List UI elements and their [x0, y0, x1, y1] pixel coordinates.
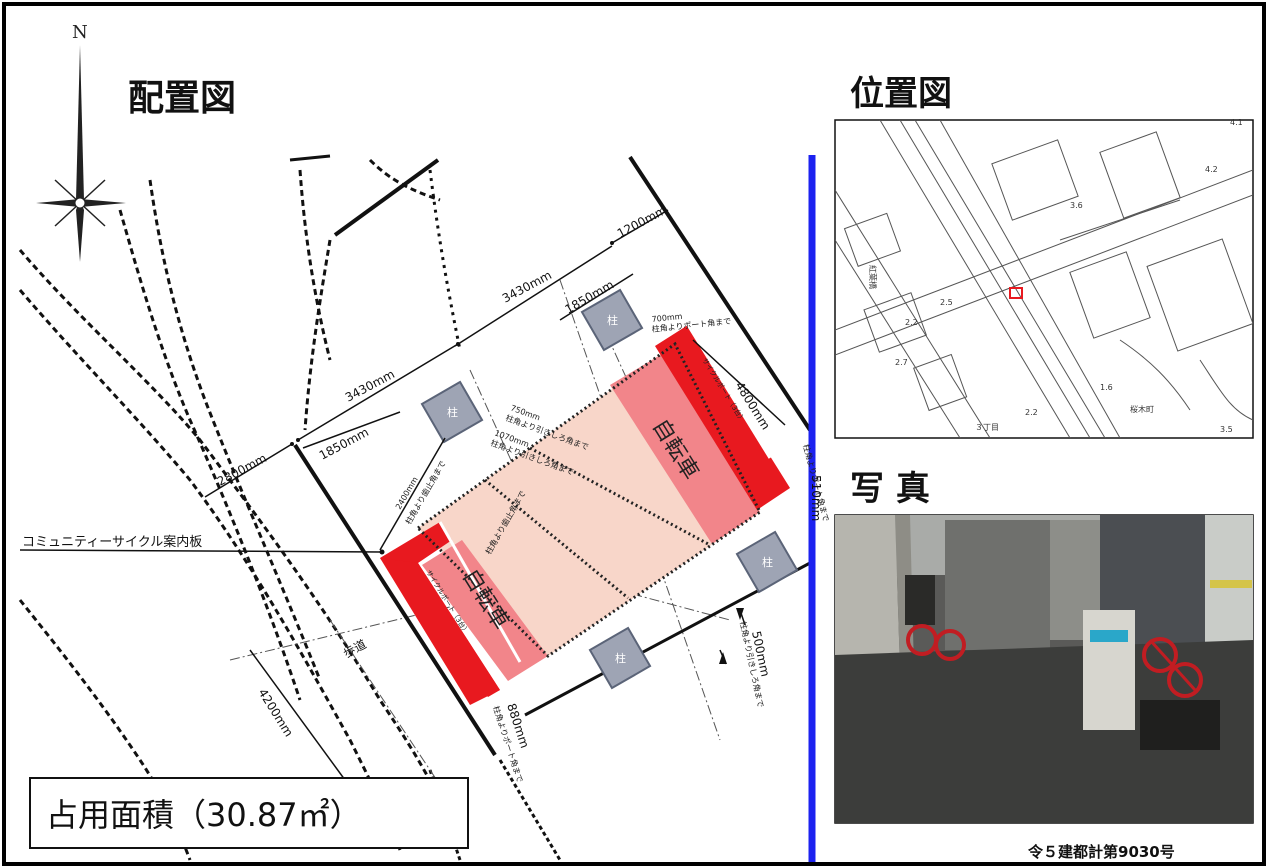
map-number: 3.6 — [1070, 201, 1083, 210]
svg-text:柱: 柱 — [762, 555, 773, 569]
map-number: 3.5 — [1220, 425, 1233, 434]
dim-700: 700mm — [651, 312, 683, 324]
svg-text:柱: 柱 — [615, 651, 626, 665]
pillar-2: 柱 — [420, 380, 484, 444]
site-photo — [834, 514, 1254, 824]
map-district-label: ３丁目 — [975, 423, 999, 432]
area-label: 占用面積（30.87㎡） — [46, 796, 362, 834]
map-number: 4.2 — [1205, 165, 1218, 174]
dimension-ticks — [290, 241, 614, 555]
svg-text:柱: 柱 — [447, 405, 458, 419]
map-number: 4.1 — [1230, 118, 1243, 127]
location-map: 桜木町 ３丁目 3.6 4.2 2.5 2.2 2.7 1.6 2.2 3.5 … — [834, 118, 1254, 439]
map-vertical-label: 紅葉橋 — [868, 265, 878, 289]
north-arrow-icon: N — [36, 22, 126, 262]
map-number: 2.7 — [895, 358, 908, 367]
board-label: コミュニティーサイクル案内板 — [22, 534, 202, 550]
map-number: 2.2 — [905, 318, 918, 327]
site-marker — [1009, 287, 1023, 299]
pillar-1: 柱 — [580, 288, 644, 352]
port-zone-lower-fill — [380, 558, 500, 705]
boundary-line-lower — [293, 443, 497, 757]
dim-510: 510mm — [809, 475, 823, 521]
dimension-lines — [19, 209, 786, 781]
building-edge — [333, 158, 440, 237]
dim-1850-left: 1850mm — [317, 425, 371, 463]
location-title: 位置図 — [850, 74, 952, 114]
bicycle-zone-lower — [422, 540, 548, 681]
map-station-label: 桜木町 — [1130, 404, 1154, 414]
arrow-down-icon — [736, 608, 744, 620]
permit-number: 令５建都計第9030号 — [1028, 843, 1175, 861]
map-number: 2.2 — [1025, 408, 1038, 417]
dim-2800: 2800mm — [215, 451, 269, 489]
pillar-4: 柱 — [588, 626, 652, 690]
road-curb-lines — [18, 158, 462, 861]
dim-1200: 1200mm — [615, 203, 669, 241]
boundary-line-upper — [628, 155, 812, 432]
map-number: 1.6 — [1100, 383, 1113, 392]
dim-4200: 4200mm — [255, 686, 295, 739]
road-edge — [498, 759, 562, 861]
port-stripe — [438, 521, 522, 663]
bicycle-zone-upper — [610, 354, 760, 544]
layout-title: 配置図 — [128, 78, 236, 119]
area-box — [29, 777, 469, 849]
building-edge — [289, 154, 331, 162]
pillar-3: 柱 — [735, 530, 799, 594]
map-number: 2.5 — [940, 298, 953, 307]
arrow-up-icon — [719, 652, 727, 664]
svg-text:柱: 柱 — [607, 313, 618, 327]
photo-title: 写 真 — [850, 469, 930, 509]
north-label: N — [72, 22, 88, 43]
occupancy-outline — [415, 341, 762, 658]
